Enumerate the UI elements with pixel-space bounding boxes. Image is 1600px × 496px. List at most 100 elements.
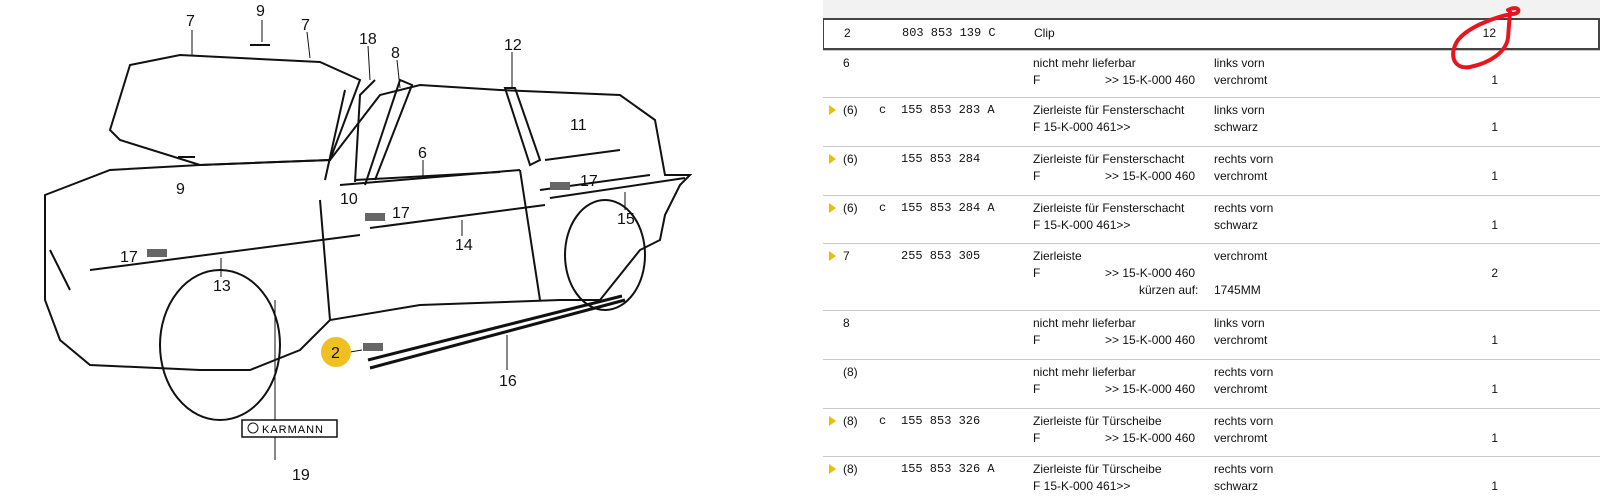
info: rechts vorn [1214, 462, 1274, 476]
part-number: 155 853 326 [901, 414, 981, 428]
position-number: (8) [843, 462, 858, 476]
callout-16[interactable]: 16 [499, 373, 517, 390]
quantity: 2 [1491, 266, 1498, 280]
quantity: 1 [1491, 73, 1498, 87]
info-detail: verchromt [1214, 73, 1268, 87]
table-row[interactable]: (8) c 155 853 326 Zierleiste für Türscheibe… [823, 408, 1600, 456]
range-prefix: F [1033, 431, 1041, 445]
expand-arrow-icon[interactable] [829, 105, 836, 115]
callout-2[interactable]: 2 [331, 345, 340, 362]
quantity: 12 [1482, 26, 1496, 40]
range-value: >> 15-K-000 460 [1105, 266, 1196, 280]
part-number: 803 853 139 C [902, 26, 996, 40]
highlight-circle [321, 337, 351, 367]
description: nicht mehr lieferbar [1033, 56, 1136, 70]
info: rechts vorn [1214, 201, 1274, 215]
quantity: 1 [1491, 431, 1498, 445]
range-value: >> 15-K-000 460 [1105, 382, 1196, 396]
position-number: 7 [843, 249, 850, 263]
info-detail: schwarz [1214, 218, 1259, 232]
callout-7[interactable]: 7 [186, 13, 195, 30]
callout-11[interactable]: 11 [570, 117, 587, 134]
range-value: >> 15-K-000 460 [1105, 333, 1196, 347]
callout-15[interactable]: 15 [617, 211, 635, 228]
expand-arrow-icon[interactable] [829, 154, 836, 164]
range-prefix: F [1033, 73, 1041, 87]
position-number: (6) [843, 201, 858, 215]
callout-19[interactable]: 19 [292, 467, 310, 484]
quantity: 1 [1491, 382, 1498, 396]
description: Zierleiste für Türscheibe [1033, 462, 1162, 476]
info-detail: verchromt [1214, 382, 1268, 396]
range-value: >> 15-K-000 460 [1105, 431, 1196, 445]
cut-label: kürzen auf: [1139, 283, 1199, 297]
leader-lines [191, 20, 626, 460]
info: rechts vorn [1214, 152, 1274, 166]
quantity: 1 [1491, 169, 1498, 183]
expand-arrow-icon[interactable] [829, 416, 836, 426]
description: Zierleiste für Türscheibe [1033, 414, 1162, 428]
table-header-bar [823, 0, 1600, 18]
expand-arrow-icon[interactable] [829, 203, 836, 213]
callout-14[interactable]: 14 [455, 237, 473, 254]
description: Zierleiste für Fensterschacht [1033, 201, 1185, 215]
position-number: 6 [843, 56, 850, 70]
range-value: >> 15-K-000 460 [1105, 73, 1196, 87]
position-number: (6) [843, 152, 858, 166]
info-detail: schwarz [1214, 479, 1259, 493]
callout-7[interactable]: 7 [301, 17, 310, 34]
position-number: 2 [844, 26, 851, 40]
info: links vorn [1214, 103, 1265, 117]
callout-9[interactable]: 9 [256, 3, 265, 20]
info-detail: verchromt [1214, 333, 1268, 347]
description: Clip [1034, 26, 1055, 40]
karmann-plate [241, 419, 338, 438]
description: Zierleiste für Fensterschacht [1033, 152, 1185, 166]
red-annotation-circle [1451, 6, 1521, 70]
part-number: 255 853 305 [901, 249, 981, 263]
callout-18[interactable]: 18 [359, 31, 377, 48]
expand-arrow-icon[interactable] [829, 251, 836, 261]
change-marker: c [879, 103, 887, 117]
callout-12[interactable]: 12 [504, 37, 522, 54]
quantity: 1 [1491, 333, 1498, 347]
change-marker: c [879, 414, 887, 428]
callout-17[interactable]: 17 [120, 249, 138, 266]
callout-17[interactable]: 17 [580, 173, 598, 190]
description: nicht mehr lieferbar [1033, 316, 1136, 330]
quantity: 1 [1491, 479, 1498, 493]
plate-text: KARMANN [262, 424, 324, 436]
range-prefix: F [1033, 333, 1041, 347]
description: Zierleiste für Fensterschacht [1033, 103, 1185, 117]
callouts: 7 9 7 18 8 12 11 6 9 10 17 17 15 14 17 1… [120, 3, 635, 484]
position-number: (8) [843, 414, 858, 428]
callout-10[interactable]: 10 [340, 191, 358, 208]
description: Zierleiste [1033, 249, 1082, 263]
info-detail: schwarz [1214, 120, 1259, 134]
info: rechts vorn [1214, 414, 1274, 428]
info-detail: verchromt [1214, 431, 1268, 445]
callout-17[interactable]: 17 [392, 205, 410, 222]
expand-arrow-icon[interactable] [829, 464, 836, 474]
clip-icons [147, 182, 570, 351]
position-number: (6) [843, 103, 858, 117]
callout-8[interactable]: 8 [391, 45, 400, 62]
quantity: 1 [1491, 120, 1498, 134]
range-prefix: F 15-K-000 461>> [1033, 120, 1131, 134]
table-row[interactable]: 2 803 853 139 C Clip 12 [823, 18, 1600, 50]
range-prefix: F [1033, 169, 1041, 183]
callout-6[interactable]: 6 [418, 145, 427, 162]
position-number: 8 [843, 316, 850, 330]
callout-13[interactable]: 13 [213, 278, 231, 295]
callout-9[interactable]: 9 [176, 181, 185, 198]
range-prefix: F 15-K-000 461>> [1033, 218, 1131, 232]
part-number: 155 853 284 A [901, 201, 995, 215]
